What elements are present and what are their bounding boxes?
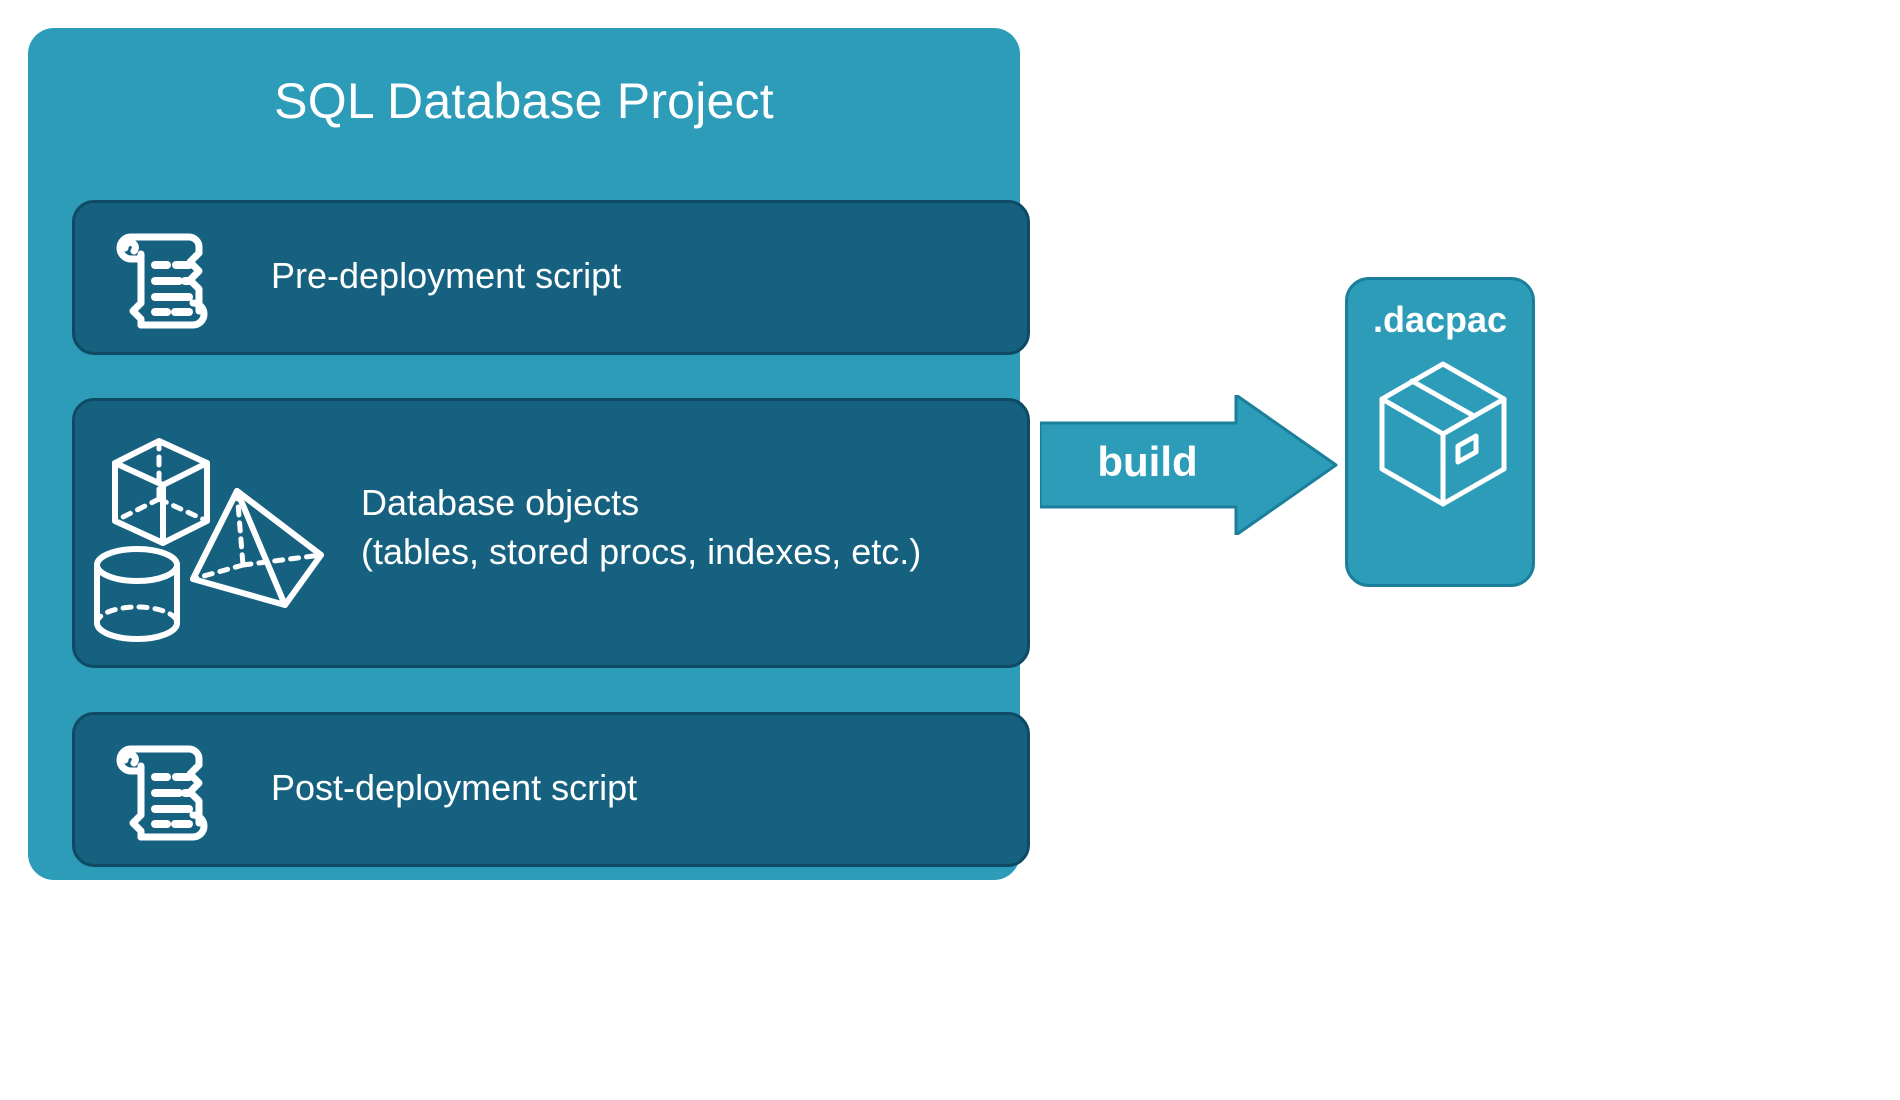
database-objects-label-line2: (tables, stored procs, indexes, etc.) <box>361 530 922 572</box>
database-objects-label-line1: Database objects <box>361 482 640 523</box>
arrow-right-icon <box>1038 393 1338 537</box>
build-arrow: build <box>1038 393 1340 537</box>
pre-deployment-script-label: Pre-deployment script <box>271 254 622 296</box>
pyramid-icon <box>190 488 324 608</box>
cube-icon <box>112 438 210 546</box>
database-shapes-icon-group <box>85 415 345 655</box>
page-title: SQL Database Project <box>274 73 774 129</box>
package-box-icon <box>1376 358 1510 510</box>
dacpac-title: .dacpac <box>1372 299 1508 340</box>
dacpac-card: .dacpac <box>1345 277 1535 587</box>
scroll-icon <box>97 735 217 845</box>
post-deployment-script-box: Post-deployment script <box>72 712 1030 867</box>
database-objects-box: Database objects (tables, stored procs, i… <box>72 398 1030 668</box>
cylinder-icon <box>94 546 180 642</box>
pre-deployment-script-box: Pre-deployment script <box>72 200 1030 355</box>
post-deployment-script-label: Post-deployment script <box>271 766 638 808</box>
sql-database-project-card: SQL Database Project <box>28 28 1030 880</box>
database-objects-label: Database objects (tables, stored procs, i… <box>361 479 921 576</box>
scroll-icon <box>97 223 217 333</box>
